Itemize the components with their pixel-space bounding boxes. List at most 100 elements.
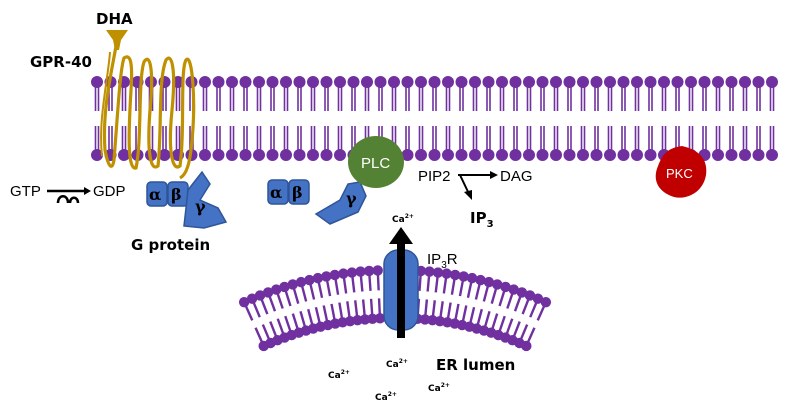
dha-ligand-shape [106,30,128,50]
lipid-head [347,76,360,88]
lipid-head [293,149,306,161]
lipid-head [523,149,535,161]
gpr40-helices [102,45,196,180]
lipid-head [469,149,481,161]
lipid-head [523,76,535,88]
gamma-symbol: γ [195,197,206,216]
exchange-curl-icon [56,195,70,204]
lipid-head [725,76,738,88]
lipid-head [766,76,778,88]
lipid-head [712,76,724,88]
gamma-subunit [183,170,228,229]
exchange-curl-icon [68,196,80,204]
alpha-subunit [146,181,168,207]
free-beta-symbol: β [292,183,303,202]
lipid-head [766,149,778,161]
calcium-ion: Ca2+ [375,391,397,403]
lipid-head [604,76,616,88]
lipid-head [631,149,643,161]
alpha-symbol: α [149,185,161,204]
er-lipid-head [271,284,282,295]
er-lipid-head [441,268,452,279]
lipid-head [455,149,468,161]
g-protein-trimer: α β γ [146,170,228,229]
lipid-head [752,76,765,88]
er-lipid-head [246,293,258,304]
er-lipid-head [374,313,386,324]
er-lipid-head [483,276,495,288]
lipid-head [536,76,549,88]
lipid-head [590,149,603,161]
lipid-head [577,76,589,88]
lipid-head [644,76,657,88]
dag-label: DAG [500,168,533,185]
lipid-head [685,76,697,88]
er-lipid-head [359,314,371,325]
lipid-head [239,76,252,88]
ip3r-label: IP3R [427,251,458,271]
lipid-head [118,149,130,161]
lipid-head [91,76,103,88]
lipid-head [266,149,279,161]
lipid-head [536,149,549,161]
er-lipid-head [475,274,486,286]
lipid-head [563,76,576,88]
er-lipid-head [424,266,435,277]
er-lipid-head [329,269,341,281]
lipid-head [577,149,589,161]
calcium-release-arrowhead [389,227,413,244]
dha-label: DHA [96,10,133,28]
ip3-label: IP3 [470,209,494,230]
er-lipid-head [321,271,332,282]
lipid-head [712,149,724,161]
lipid-head [428,149,441,161]
calcium-ion: Ca2+ [328,369,350,381]
lipid-head [253,149,265,161]
gpr40-receptor [100,45,196,180]
lipid-head [617,76,630,88]
lipid-head [280,149,292,161]
er-lipid-head [521,340,532,352]
er-lipid-head [254,290,266,301]
calcium-ion: Ca2+ [428,382,450,394]
pkc-label: PKC [666,166,693,181]
free-gamma-shape [314,181,367,225]
lipid-head [509,76,522,88]
lipid-head [455,76,468,88]
lipid-head [428,76,441,88]
lipid-head [158,149,171,161]
lipid-head [401,149,414,161]
lipid-head [415,149,427,161]
gpr40-label: GPR-40 [30,53,92,71]
er-lipid-head [466,272,478,284]
plc-shape [348,136,404,188]
lipid-head [739,149,751,161]
er-lipid-head [304,274,315,286]
er-lipid-head [287,279,298,290]
er-lumen-label: ER lumen [436,356,515,374]
free-beta-subunit [288,179,310,205]
er-lipid-head [516,287,528,298]
lipid-head [442,76,454,88]
lipid-head [482,76,495,88]
lipid-head [415,76,427,88]
pkc-shape [655,146,707,198]
lipid-head [658,76,670,88]
lipid-head [239,149,252,161]
er-lipid-head [540,296,552,308]
lipid-head [644,149,657,161]
gtp-gdp-arrowhead [84,187,91,195]
er-lipid-head [532,293,544,304]
lipid-head [361,76,373,88]
er-lipid-head [449,269,461,281]
beta-dimer: α β [267,179,310,205]
lipid-head [604,149,616,161]
beta-symbol: β [171,185,182,204]
er-lipid-head [508,284,519,295]
pip2-label: PIP2 [418,168,451,185]
plc-enzyme: PLC [348,136,404,188]
ip3-receptor [383,227,419,338]
dha-ligand [106,30,128,50]
